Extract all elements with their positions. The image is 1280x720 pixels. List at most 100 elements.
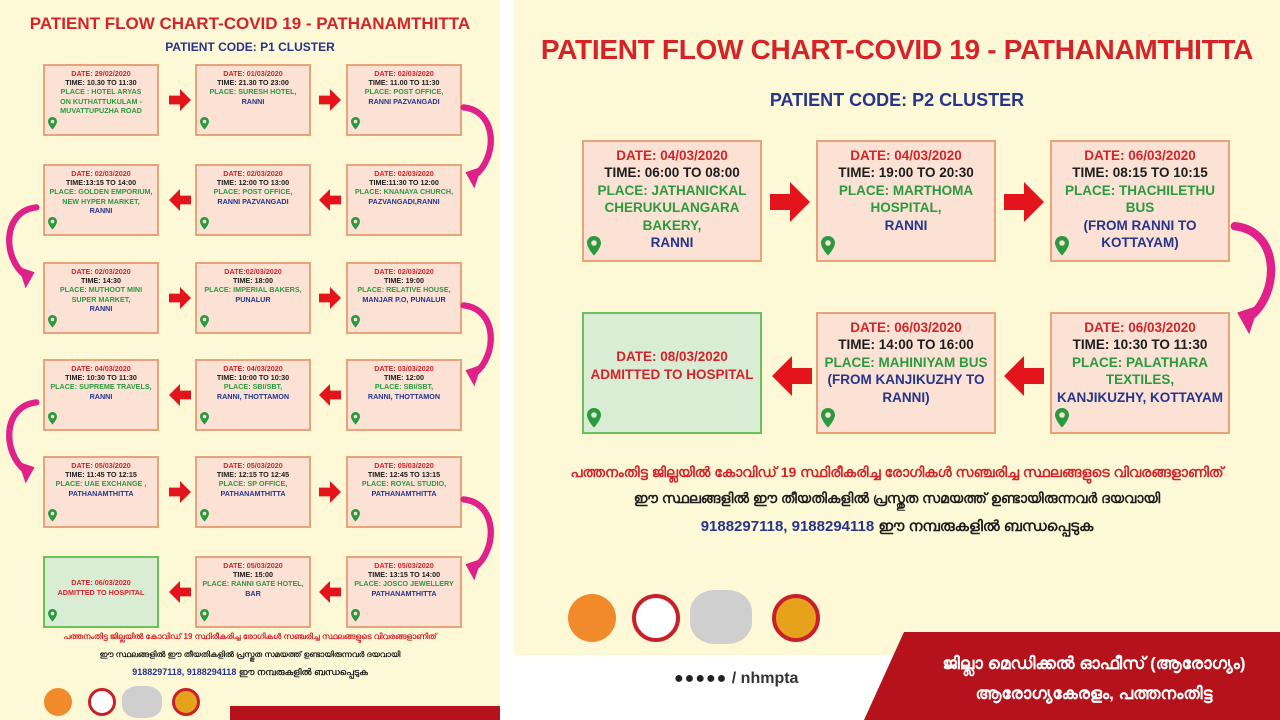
office-name: ജില്ലാ മെഡിക്കൽ ഓഫീസ് (ആരോഗ്യം) (942, 654, 1246, 673)
box-date: DATE: 04/03/2020 (616, 147, 728, 163)
box-time: TIME: 21.30 TO 23:00 (217, 77, 289, 87)
arrow-left-icon (1004, 356, 1044, 396)
box-place2: ON KUTHATTUKULAM - (60, 96, 142, 106)
box-place3: RANNI (650, 235, 694, 251)
box-place2: HOSPITAL, (870, 200, 942, 216)
box-time: TIME: 10:00 TO 10:30 (216, 372, 290, 382)
box-date: DATE: 06/03/2020 (71, 578, 131, 588)
social-icons[interactable]: ●●●●● (674, 670, 728, 687)
arrow-right-icon (169, 287, 191, 309)
box-place: PLACE: JOSCO JEWELLERY (354, 579, 454, 589)
left-contact-line: 9188297118, 9188294118 ഈ നമ്പരുകളിൽ ബന്ധ… (0, 667, 500, 678)
location-pin-icon (200, 609, 209, 624)
arrow-left-icon (319, 384, 341, 406)
location-pin-icon (587, 408, 601, 432)
arrow-right-icon (770, 182, 810, 222)
curve-arrow-right-icon (1230, 222, 1276, 335)
box-place3: MUVATTUPUZHA ROAD (60, 105, 142, 115)
box-date: DATE: 05/03/2020 (374, 460, 434, 470)
box-date: DATE: 06/03/2020 (850, 319, 962, 335)
right-logo-2-icon (632, 594, 680, 642)
box-time: TIME: 19:00 TO 20:30 (838, 165, 974, 181)
box-date: DATE: 08/03/2020 (616, 349, 728, 365)
box-place: PLACE: KNANAYA CHURCH, (354, 187, 454, 197)
box-time: TIME: 19:00 (384, 275, 424, 285)
box-place2: RANNI, THOTTAMON (216, 391, 290, 401)
arrow-right-icon (319, 287, 341, 309)
left-phone-numbers: 9188297118, 9188294118 (132, 667, 237, 677)
box-time: ADMITTED TO HOSPITAL (590, 366, 754, 382)
curve-arrow-right-icon (460, 496, 494, 581)
left-flowchart-panel: PATIENT FLOW CHART-COVID 19 - PATHANAMTH… (0, 0, 500, 720)
box-date: DATE: 03/03/2020 (374, 363, 434, 373)
location-pin-icon (48, 412, 57, 427)
location-pin-icon (200, 315, 209, 330)
curve-arrow-right-icon (460, 104, 494, 189)
box-time: TIME: 14:30 (81, 275, 121, 285)
box-place2: RANNI PAZVANGADI (217, 196, 289, 206)
box-date: DATE: 02/03/2020 (71, 168, 131, 178)
box-place3: RANNI (884, 217, 928, 233)
box-time: TIME: 10:30 TO 11:30 (1072, 337, 1208, 353)
arrow-right-icon (169, 89, 191, 111)
curve-arrow-left-icon (6, 399, 40, 484)
box-place: PLACE: ROYAL STUDIO, (361, 479, 447, 489)
box-date: DATE: 01/03/2020 (223, 68, 283, 78)
location-pin-icon (48, 217, 57, 232)
box-place2: MANJAR P.O, PUNALUR (362, 294, 446, 304)
box-place2: RANNI PAZVANGADI (368, 96, 440, 106)
box-time: TIME:13:15 TO 14:00 (65, 177, 137, 187)
box-time: TIME: 10:30 TO 11:30 (65, 372, 137, 382)
box-place: PLACE: GOLDEN EMPORIUM, (49, 187, 153, 197)
box-date: DATE: 06/03/2020 (1084, 319, 1196, 335)
right-malayalam-line-3: ഈ നമ്പരുകളിൽ ബന്ധപ്പെടുക (878, 518, 1094, 535)
box-time: TIME: 11.00 TO 11:30 (368, 77, 440, 87)
box-place2: PUNALUR (235, 294, 271, 304)
left-logo-2-icon (88, 688, 116, 716)
left-malayalam-line-3: ഈ നമ്പരുകളിൽ ബന്ധപ്പെടുക (238, 667, 368, 677)
right-malayalam-line-2: ഈ സ്ഥലങ്ങളിൽ ഈ തീയതികളിൽ പ്രസ്തുത സമയത്ത… (633, 490, 1161, 506)
right-footer-red-bar (864, 632, 1280, 720)
box-place2: KANJIKUZHY, KOTTAYAM (1056, 389, 1224, 405)
box-place: PLACE: SURESH HOTEL, (209, 87, 297, 97)
right-flowchart-panel: PATIENT FLOW CHART-COVID 19 - PATHANAMTH… (514, 0, 1280, 720)
box-place: PLACE: SBI/SBT, (223, 382, 283, 392)
box-time: TIME: 18:00 (233, 275, 273, 285)
panel-divider (500, 0, 514, 720)
left-malayalam-line-1: പത്തനംതിട്ട ജില്ലയിൽ കോവിഡ് 19 സ്ഥിരീകരി… (63, 632, 437, 641)
box-time: TIME: 12:00 TO 13:00 (216, 177, 290, 187)
box-place2: PATHANAMTHITTA (371, 488, 437, 498)
social-handle: / nhmpta (731, 670, 799, 687)
location-pin-icon (200, 117, 209, 132)
location-pin-icon (587, 236, 601, 260)
curve-arrow-right-icon (460, 302, 494, 387)
box-date: DATE: 04/03/2020 (71, 363, 131, 373)
social-links[interactable]: ●●●●● / nhmpta (674, 670, 798, 688)
right-emblem-icon (690, 590, 752, 644)
box-time: TIME: 12:15 TO 12:45 (216, 469, 290, 479)
box-place2: SUPER MARKET, (71, 294, 131, 304)
arrow-left-icon (319, 189, 341, 211)
box-date: DATE: 02/03/2020 (374, 168, 434, 178)
box-time: TIME: 12:00 (384, 372, 424, 382)
box-time: TIME: 15:00 (233, 569, 273, 579)
left-footer-bar (230, 706, 500, 720)
location-pin-icon (821, 236, 835, 260)
location-pin-icon (1055, 408, 1069, 432)
box-time: TIME: 14:00 TO 16:00 (838, 337, 974, 353)
left-patient-code: PATIENT CODE: P1 CLUSTER (165, 40, 335, 54)
box-place: PLACE: UAE EXCHANGE , (55, 479, 147, 489)
right-phone-numbers: 9188297118, 9188294118 (700, 518, 875, 535)
box-date: DATE: 06/03/2020 (1084, 147, 1196, 163)
box-place2: RANNI (89, 391, 113, 401)
arrow-left-icon (772, 356, 812, 396)
left-emblem-icon (122, 686, 162, 718)
